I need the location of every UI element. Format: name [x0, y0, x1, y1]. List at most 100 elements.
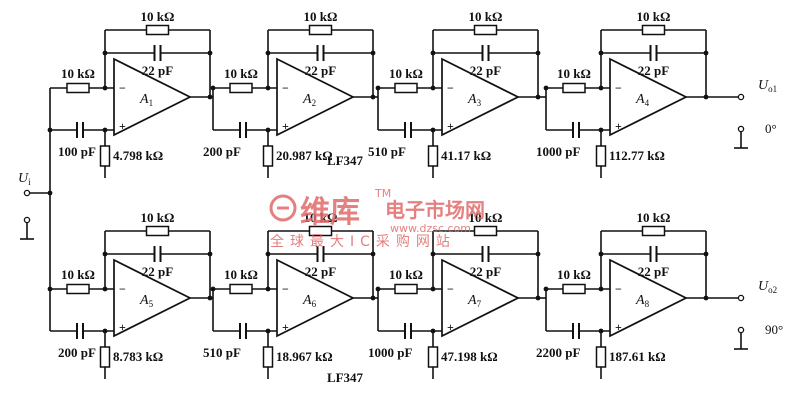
feedback-resistor-label: 10 kΩ [637, 210, 671, 225]
noninverting-pin: + [447, 320, 454, 334]
resistor-symbol [66, 283, 90, 295]
op-amp-symbol [441, 57, 520, 137]
watermark-url: www.dzsc.com [390, 222, 471, 235]
resistor-symbol [308, 225, 333, 237]
op-amp-symbol [113, 57, 192, 137]
junction-dot [102, 127, 108, 133]
op-amp-symbol [276, 258, 355, 338]
chip-label: LF347 [327, 153, 364, 168]
noninverting-pin: + [615, 320, 622, 334]
junction-dot [370, 251, 376, 257]
feedback-resistor-label: 10 kΩ [304, 9, 338, 24]
watermark-logo-icon [269, 194, 297, 222]
op-amp-label-sub: 2 [312, 98, 317, 108]
output-label-main: U [758, 78, 769, 93]
junction-dot [102, 251, 108, 257]
junction-dot [102, 85, 108, 91]
noninverting-pin: + [119, 320, 126, 334]
junction-dot [370, 50, 376, 56]
capacitor-gap [154, 45, 161, 61]
input-resistor-label: 10 kΩ [557, 66, 591, 81]
junction-dot [265, 286, 271, 292]
input-resistor-label: 10 kΩ [224, 267, 258, 282]
junction-dot [430, 50, 436, 56]
junction-dot [102, 50, 108, 56]
junction-dot [207, 295, 213, 301]
input-capacitor-label: 2200 pF [536, 345, 580, 360]
feedback-capacitor-label: 22 pF [470, 264, 501, 279]
feedback-capacitor-label: 22 pF [305, 264, 336, 279]
logo-ring [269, 194, 297, 222]
input-capacitor-label: 510 pF [203, 345, 241, 360]
op-amp-symbol [276, 57, 355, 137]
shunt-resistor-label: 112.77 kΩ [609, 148, 665, 163]
shunt-resistor-label: 18.967 kΩ [276, 349, 333, 364]
input-resistor-label: 10 kΩ [389, 66, 423, 81]
terminal [23, 189, 31, 197]
input-label-main: U [18, 171, 29, 186]
shunt-resistor-label: 20.987 kΩ [276, 148, 333, 163]
op-amp-label-main: A [139, 293, 149, 308]
op-amp-label-sub: 4 [645, 98, 650, 108]
output-label-sub: o1 [768, 84, 777, 94]
shunt-resistor-label: 4.798 kΩ [113, 148, 163, 163]
phase-label: 0° [765, 121, 777, 136]
op-amp-label-sub: 7 [477, 299, 482, 309]
junction-dot [703, 94, 709, 100]
op-amp-symbol [441, 258, 520, 338]
input-resistor-label: 10 kΩ [389, 267, 423, 282]
inverting-pin: − [282, 282, 289, 296]
junction-dot [375, 85, 381, 91]
resistor-symbol [229, 82, 253, 94]
junction-dot [598, 328, 604, 334]
op-amp-symbol [609, 57, 688, 137]
inverting-pin: − [615, 81, 622, 95]
terminal [737, 326, 745, 334]
op-amp-label-main: A [302, 293, 312, 308]
phase-label: 90° [765, 322, 783, 337]
input-resistor-label: 10 kΩ [61, 267, 95, 282]
op-amp-label-sub: 6 [312, 299, 317, 309]
terminal [737, 125, 745, 133]
shunt-resistor-label: 8.783 kΩ [113, 349, 163, 364]
input-capacitor-label: 100 pF [58, 144, 96, 159]
capacitor-gap [650, 45, 657, 61]
inverting-pin: − [615, 282, 622, 296]
shunt-resistor-label: 187.61 kΩ [609, 349, 666, 364]
op-amp-label: A2 [302, 92, 316, 108]
junction-dot [370, 295, 376, 301]
input-label-sub: i [28, 177, 31, 187]
resistor-symbol [595, 145, 607, 167]
feedback-resistor-label: 10 kΩ [469, 210, 503, 225]
output-label-main: U [758, 279, 769, 294]
junction-dot [102, 286, 108, 292]
noninverting-pin: + [447, 119, 454, 133]
watermark: 维库电子市场网TMwww.dzsc.com全球最大IC采购网站 [269, 187, 485, 250]
inverting-pin: − [447, 81, 454, 95]
junction-dot [598, 251, 604, 257]
feedback-capacitor-label: 22 pF [638, 264, 669, 279]
input-resistor-label: 10 kΩ [61, 66, 95, 81]
junction-dot [535, 295, 541, 301]
input-capacitor-label: 200 pF [203, 144, 241, 159]
capacitor-gap [240, 122, 246, 138]
junction-dot [430, 251, 436, 257]
shunt-resistor-label: 47.198 kΩ [441, 349, 498, 364]
op-amp-label-sub: 3 [477, 98, 482, 108]
capacitor-gap [573, 323, 579, 339]
shunt-resistor-label: 41.17 kΩ [441, 148, 491, 163]
capacitor-gap [77, 323, 83, 339]
input-label: Ui [18, 171, 31, 187]
capacitor-gap [154, 246, 161, 262]
junction-dot [47, 286, 53, 292]
resistor-symbol [262, 346, 274, 368]
op-amp-label-main: A [635, 92, 645, 107]
junction-dot [370, 94, 376, 100]
capacitor-gap [240, 323, 246, 339]
capacitor-gap [482, 45, 489, 61]
junction-dot [207, 251, 213, 257]
op-amp-label: A7 [467, 293, 482, 309]
resistor-symbol [427, 145, 439, 167]
capacitor-gap [317, 45, 324, 61]
